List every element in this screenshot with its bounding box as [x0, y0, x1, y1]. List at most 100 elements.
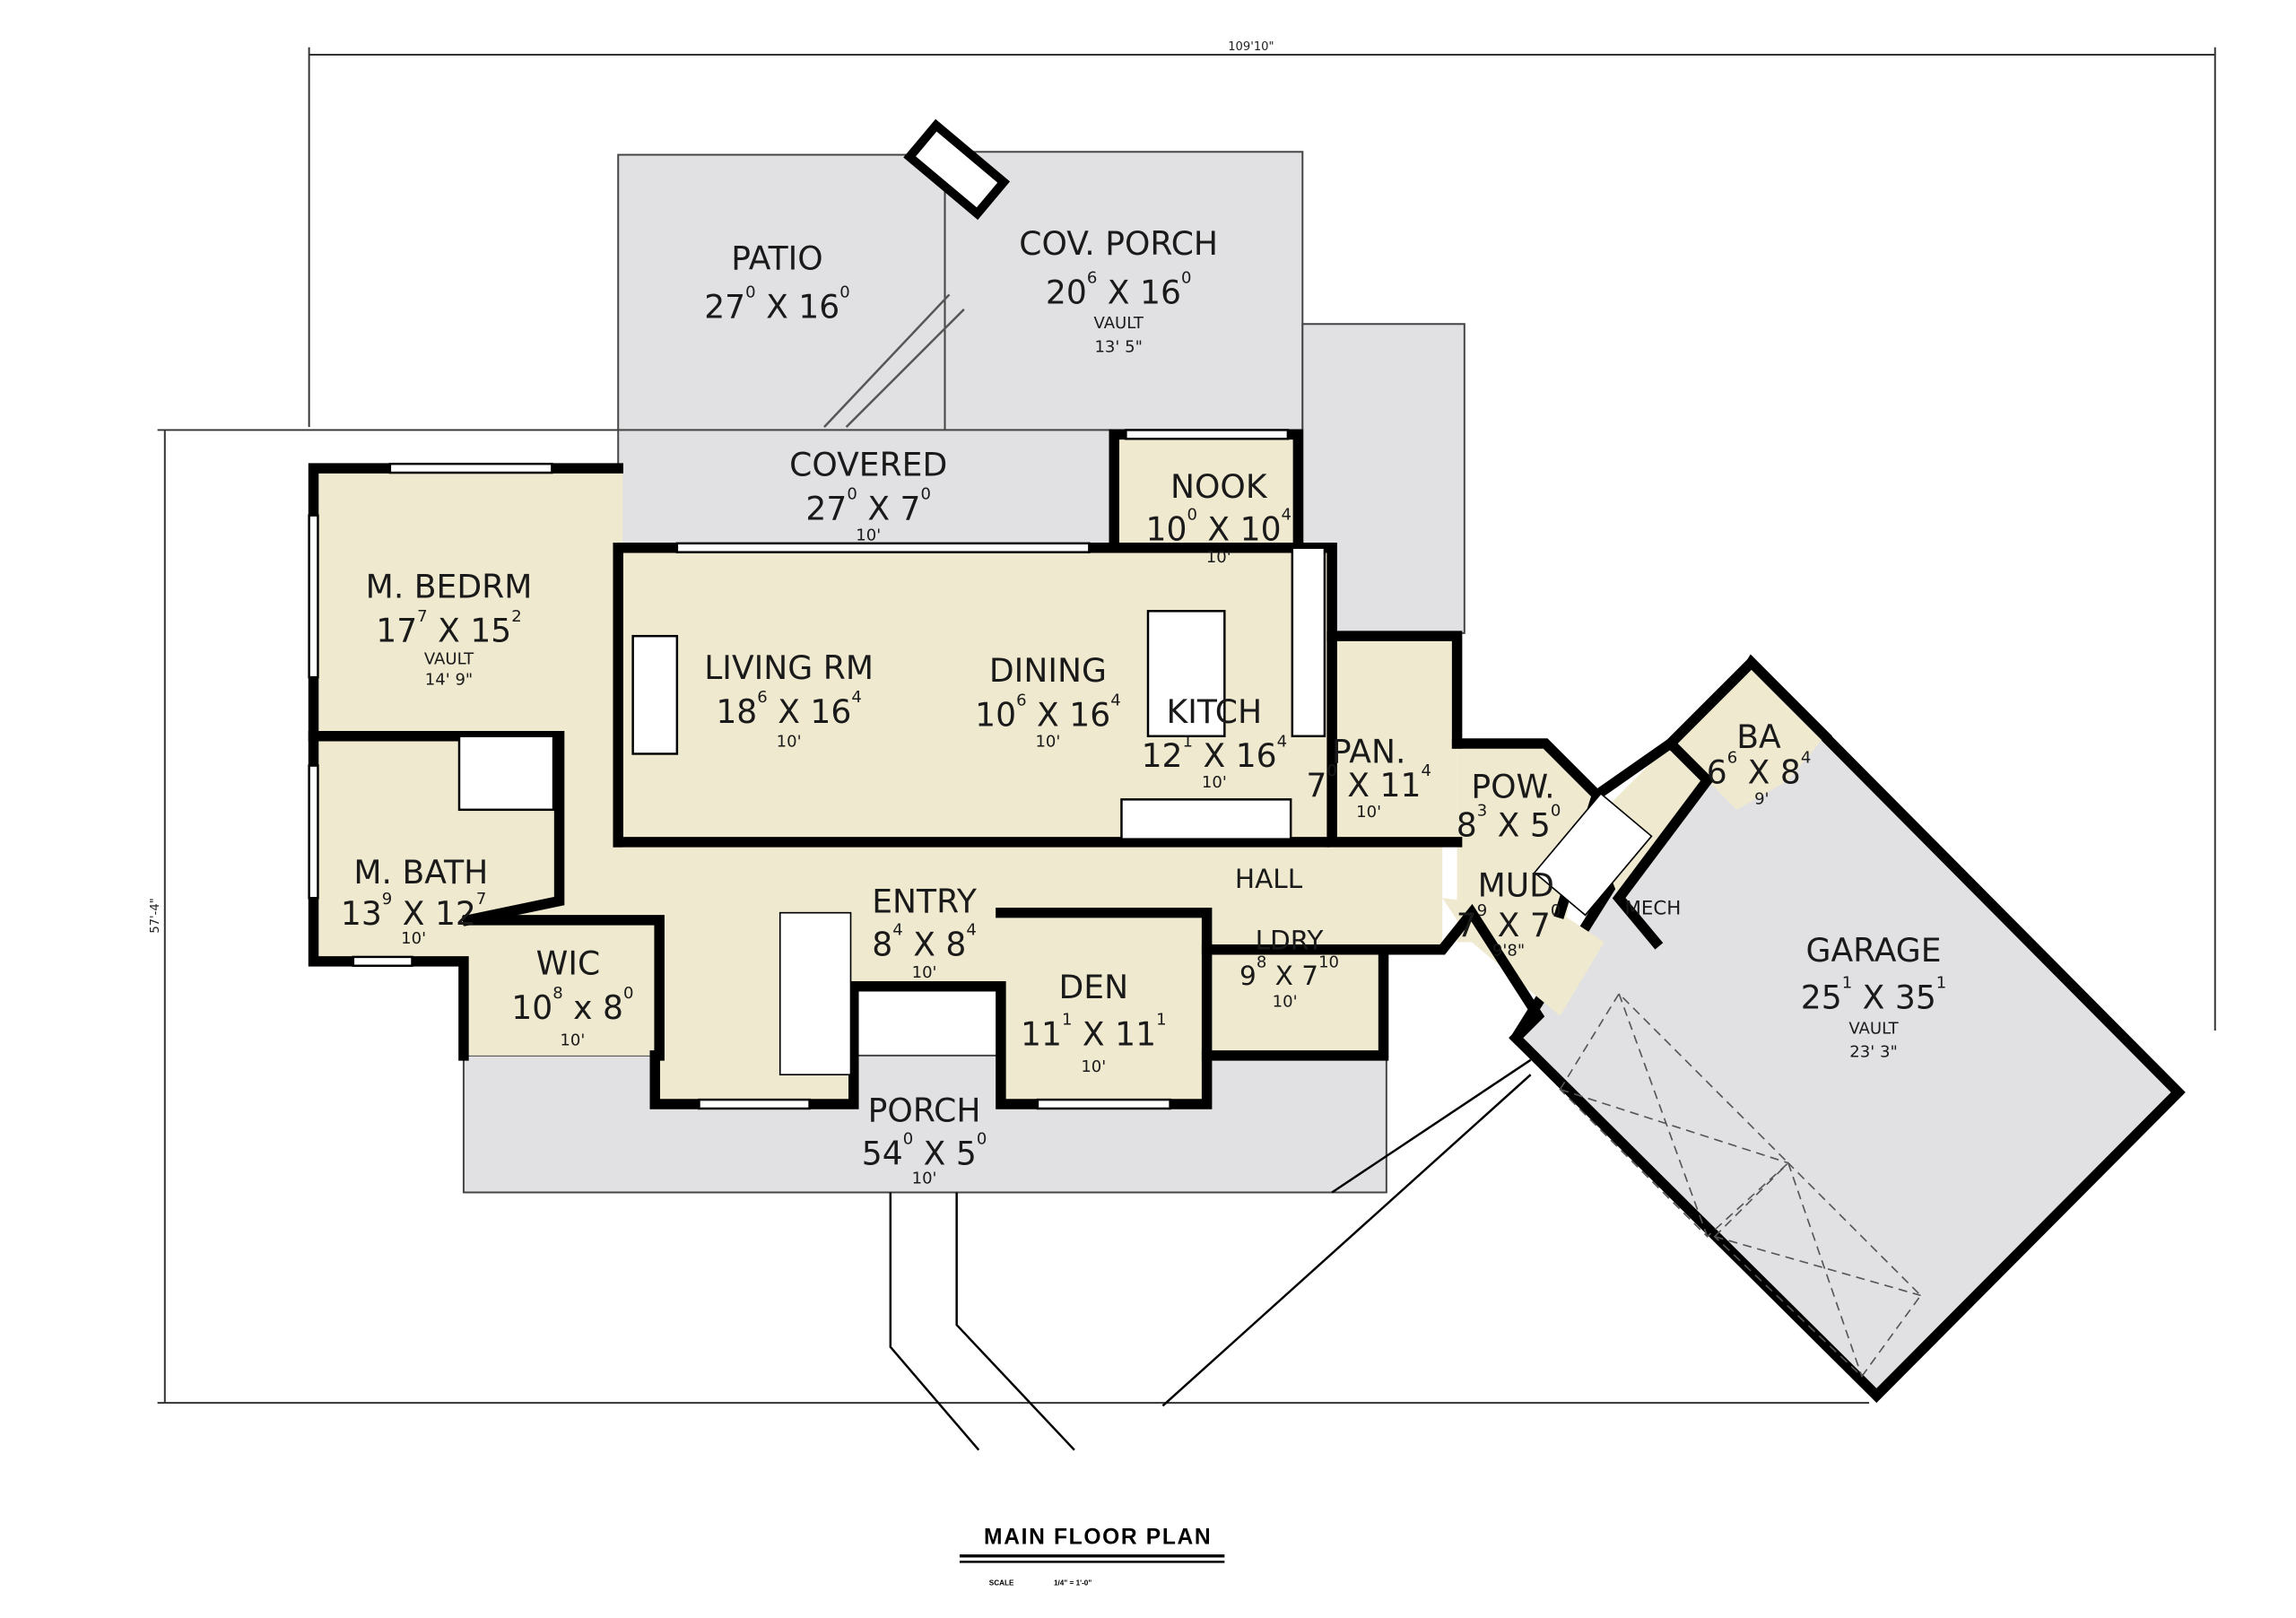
room-nook: NOOK 100 X 104 10'	[1146, 467, 1292, 567]
cov-porch-area	[944, 151, 1304, 431]
svg-text:270 X 160: 270 X 160	[704, 283, 850, 326]
garage-area	[1509, 654, 2186, 1404]
svg-text:KITCH: KITCH	[1167, 692, 1263, 731]
room-wic: WIC 108 x 80 10'	[511, 944, 633, 1050]
room-labels: PATIO 270 X 160 COV. PORCH 206 X 160 VAU…	[341, 224, 1946, 1187]
svg-text:10': 10'	[1273, 993, 1298, 1012]
svg-text:10': 10'	[912, 963, 937, 982]
svg-text:10': 10'	[560, 1031, 585, 1049]
svg-text:70 X 114: 70 X 114	[1306, 761, 1431, 805]
covered-area	[617, 429, 1112, 549]
svg-text:DINING: DINING	[989, 651, 1107, 690]
kitchen-fixtures	[457, 546, 1326, 840]
svg-text:10': 10'	[856, 526, 881, 545]
svg-text:DEN: DEN	[1058, 968, 1128, 1006]
walls	[308, 429, 1832, 1109]
svg-text:84 X 84: 84 X 84	[872, 920, 977, 963]
room-garage: GARAGE 251 X 351 VAULT 23' 3"	[1801, 931, 1947, 1062]
svg-text:10': 10'	[401, 929, 426, 948]
svg-text:VAULT: VAULT	[1848, 1019, 1899, 1038]
room-cov-porch: COV. PORCH 206 X 160 VAULT 13' 5"	[1019, 224, 1218, 356]
svg-text:ENTRY: ENTRY	[872, 883, 978, 921]
svg-text:COVERED: COVERED	[789, 445, 947, 483]
room-laundry: LDRY 98 X 710 10'	[1239, 926, 1339, 1012]
svg-text:M. BATH: M. BATH	[353, 853, 488, 892]
room-pantry: PAN. 70 X 114 10'	[1306, 732, 1431, 822]
room-kitchen: KITCH 121 X 164 10'	[1142, 692, 1288, 792]
svg-text:66 X 84: 66 X 84	[1707, 748, 1812, 791]
room-m-bath: M. BATH 139 X 127 10'	[341, 853, 488, 948]
fireplace-icon	[903, 118, 1011, 221]
scale-value: 1/4" = 1'-0"	[1054, 1579, 1091, 1588]
svg-text:108 x 80: 108 x 80	[511, 984, 633, 1027]
svg-text:270 X 70: 270 X 70	[805, 485, 931, 528]
svg-text:9'8": 9'8"	[1492, 941, 1525, 960]
room-mech: MECH	[1624, 897, 1681, 919]
svg-text:GARAGE: GARAGE	[1805, 931, 1941, 970]
porch-area	[462, 1054, 1387, 1194]
svg-text:121 X 164: 121 X 164	[1142, 732, 1288, 775]
room-covered: COVERED 270 X 70 10'	[789, 445, 947, 544]
room-dining: DINING 106 X 164 10'	[975, 651, 1121, 751]
svg-text:MUD: MUD	[1478, 866, 1554, 905]
svg-text:WIC: WIC	[536, 944, 601, 983]
outdoor-areas	[462, 151, 2186, 1404]
garage-door-markings	[1559, 992, 1922, 1378]
svg-text:106 X 164: 106 X 164	[975, 691, 1121, 734]
room-porch: PORCH 540 X 50 10'	[862, 1092, 987, 1188]
svg-text:9': 9'	[1754, 789, 1769, 808]
room-bath: BA 66 X 84 9'	[1707, 718, 1812, 808]
front-walkway	[889, 1058, 1532, 1451]
svg-text:13' 5": 13' 5"	[1094, 337, 1142, 356]
svg-text:10': 10'	[1081, 1057, 1106, 1076]
svg-text:10': 10'	[912, 1170, 937, 1188]
svg-text:PAN.: PAN.	[1332, 732, 1406, 770]
overall-depth-label: 57'-4"	[149, 898, 162, 933]
dimension-lines	[157, 47, 2216, 1405]
svg-text:10': 10'	[777, 732, 802, 751]
svg-text:BA: BA	[1736, 718, 1781, 756]
svg-text:VAULT: VAULT	[1094, 314, 1144, 333]
svg-text:100 X 104: 100 X 104	[1146, 506, 1292, 549]
svg-text:111 X 111: 111 X 111	[1021, 1010, 1167, 1053]
svg-text:79 X 70: 79 X 70	[1457, 901, 1561, 944]
svg-text:10': 10'	[1035, 732, 1060, 751]
svg-text:23' 3": 23' 3"	[1849, 1043, 1897, 1062]
kitchen-counter	[1291, 546, 1326, 737]
kitchen-island	[1146, 610, 1226, 737]
shower	[457, 735, 555, 812]
svg-text:LDRY: LDRY	[1256, 926, 1325, 956]
overall-width-label: 109'10"	[1228, 40, 1274, 54]
svg-text:10': 10'	[1356, 803, 1381, 822]
svg-text:206 X 160: 206 X 160	[1046, 268, 1192, 311]
windows	[308, 429, 1290, 1110]
stairs	[778, 792, 1653, 1076]
room-m-bedrm: M. BEDRM 177 X 152 VAULT 14' 9"	[366, 568, 533, 690]
plan-title: MAIN FLOOR PLAN	[984, 1526, 1212, 1550]
room-powder: POW. 83 X 50	[1457, 768, 1561, 845]
room-patio: PATIO 270 X 160	[704, 239, 850, 326]
svg-text:NOOK: NOOK	[1170, 467, 1268, 506]
fireplace-hearth	[631, 634, 679, 755]
svg-text:186 X 164: 186 X 164	[716, 688, 862, 731]
svg-text:14' 9": 14' 9"	[425, 670, 473, 689]
kitchen-counter-south	[1120, 798, 1292, 840]
room-den: DEN 111 X 111 10'	[1021, 968, 1167, 1076]
svg-text:LIVING RM: LIVING RM	[704, 648, 874, 687]
svg-text:PORCH: PORCH	[868, 1092, 981, 1130]
svg-text:139 X 127: 139 X 127	[341, 890, 487, 933]
svg-text:177 X 152: 177 X 152	[376, 607, 522, 650]
svg-text:98 X 710: 98 X 710	[1239, 953, 1339, 991]
svg-text:M. BEDRM: M. BEDRM	[366, 568, 533, 606]
svg-text:83 X 50: 83 X 50	[1457, 801, 1561, 844]
svg-text:POW.: POW.	[1471, 768, 1554, 806]
svg-text:PATIO: PATIO	[731, 239, 822, 278]
room-entry: ENTRY 84 X 84 10'	[872, 883, 978, 982]
svg-text:10': 10'	[1202, 773, 1227, 792]
room-mud: MUD 79 X 70 9'8"	[1457, 866, 1561, 961]
title-underline	[959, 1554, 1225, 1563]
svg-text:251 X 351: 251 X 351	[1801, 973, 1947, 1016]
room-living: LIVING RM 186 X 164 10'	[704, 648, 874, 751]
svg-text:10': 10'	[1206, 548, 1231, 567]
